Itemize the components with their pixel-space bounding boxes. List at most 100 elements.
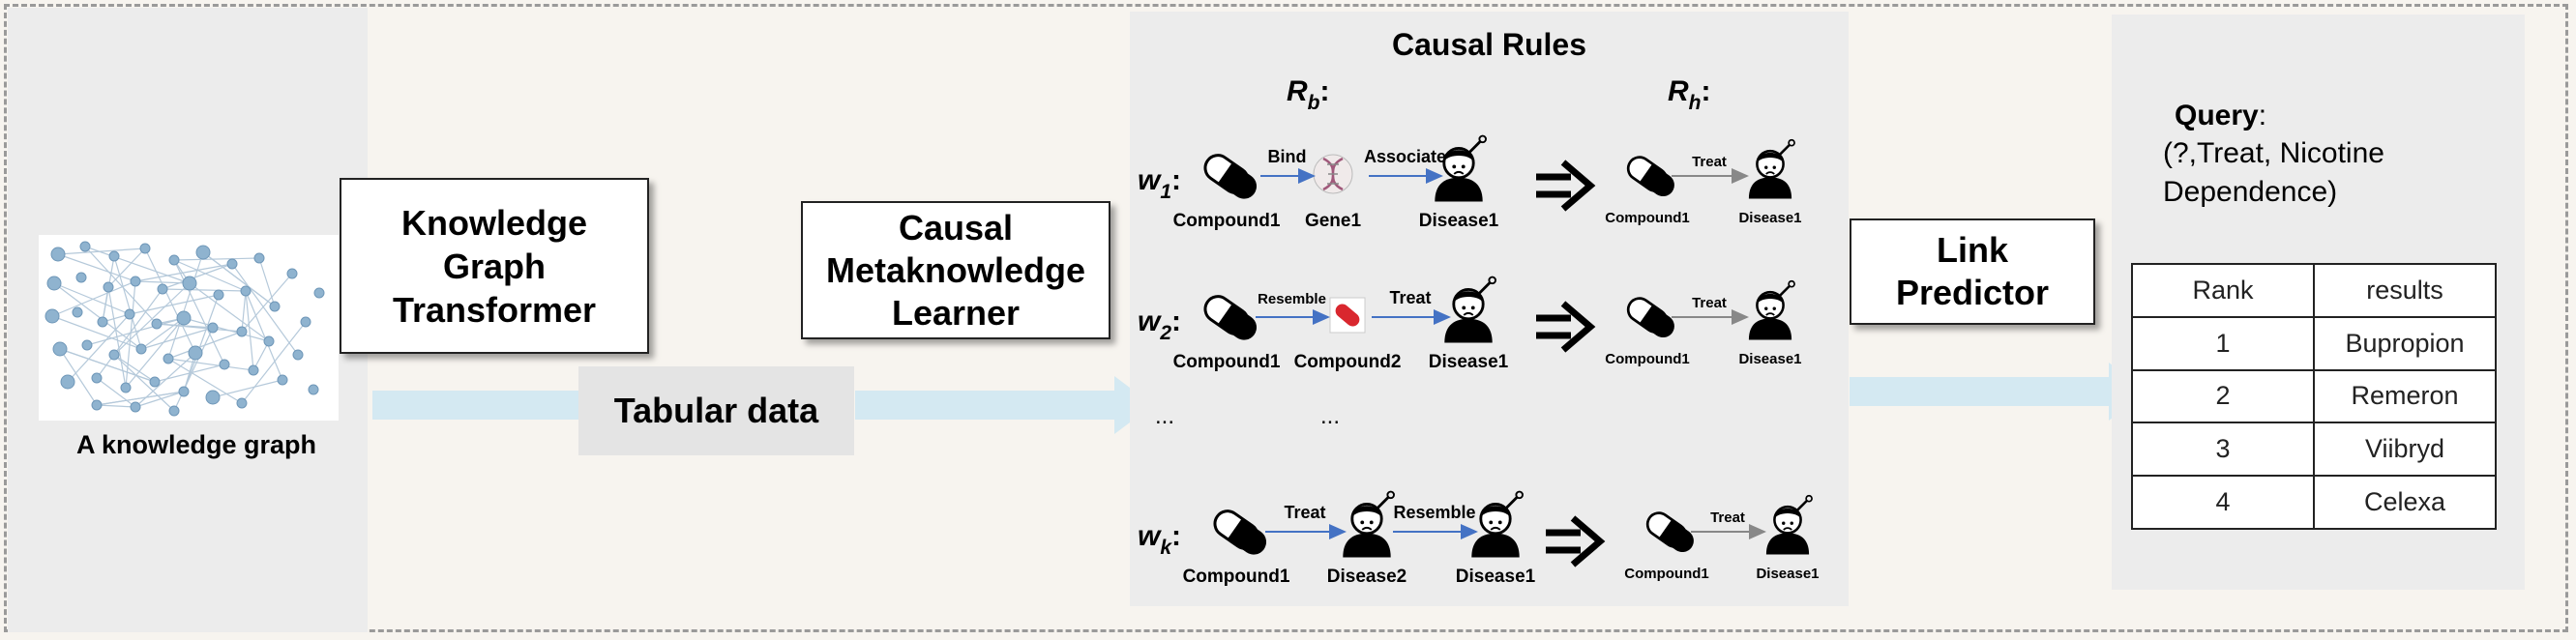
dna-icon: [1312, 153, 1354, 195]
relation-label: Treat: [1692, 295, 1727, 311]
graph-node: [219, 359, 230, 370]
flow-arrow-3-shaft: [1850, 377, 2111, 406]
patient-icon: [1747, 138, 1796, 200]
pill-icon: [1199, 290, 1263, 347]
outer-dashed-frame: [4, 4, 2568, 632]
body-node-label: Compound1: [1183, 567, 1290, 587]
graph-node: [135, 343, 147, 355]
relation-label: Treat: [1284, 503, 1325, 522]
link-predictor-line-1: Link: [1936, 230, 2008, 270]
graph-node: [240, 285, 252, 297]
graph-node: [263, 335, 275, 347]
pill-icon: [1622, 151, 1680, 203]
graph-node: [253, 252, 265, 264]
implies-arrow-1: [1536, 160, 1596, 212]
causal-rules-title: Causal Rules: [1392, 27, 1586, 62]
query-text-line-1: (?,Treat, Nicotine: [2163, 137, 2384, 169]
graph-node: [313, 287, 325, 299]
body-node-label: Compound1: [1173, 352, 1281, 372]
graph-node: [236, 326, 248, 337]
graph-node: [308, 384, 319, 395]
query-colon: :: [2258, 100, 2267, 131]
learner-line-1: Causal: [898, 207, 1014, 247]
kg-transformer-line-1: Knowledge: [400, 202, 587, 243]
graph-node: [236, 397, 248, 409]
graph-node: [124, 308, 135, 320]
relation-label: Resemble: [1258, 291, 1326, 307]
pill-icon: [1642, 507, 1700, 559]
body-node-label: Disease2: [1327, 567, 1406, 587]
graph-node: [277, 374, 288, 386]
rank-cell: 2: [2131, 368, 2315, 424]
head-node-label: Disease1: [1738, 351, 1801, 367]
head-node-label: Compound1: [1605, 351, 1690, 367]
graph-node: [207, 322, 219, 334]
rank-cell: 1: [2131, 315, 2315, 371]
relation-label: Associate: [1364, 147, 1446, 166]
patient-icon: [1442, 276, 1497, 344]
link-predictor-box: Link Predictor: [1850, 218, 2095, 325]
graph-node: [157, 283, 168, 295]
graph-node: [248, 364, 259, 376]
link-predictor-line-2: Predictor: [1895, 273, 2050, 312]
graph-node: [72, 306, 83, 318]
pill-icon: [1208, 505, 1273, 562]
result-cell: Celexa: [2313, 475, 2497, 530]
flow-arrow-1-shaft: [372, 391, 580, 420]
patient-icon: [1341, 490, 1396, 559]
graph-node: [176, 310, 192, 326]
graph-node: [292, 349, 304, 361]
header-rank: Rank: [2131, 263, 2315, 318]
graph-node: [168, 405, 180, 417]
ellipsis-left: ...: [1155, 403, 1174, 429]
graph-node: [120, 382, 132, 393]
table-row: 2 Remeron: [2131, 368, 2497, 424]
graph-node: [103, 281, 114, 293]
results-header-row: Rank results: [2131, 263, 2497, 318]
kg-transformer-line-3: Transformer: [392, 289, 597, 330]
kg-transformer-box: Knowledge Graph Transformer: [340, 178, 649, 354]
head-node-label: Disease1: [1738, 210, 1801, 226]
graph-node: [91, 399, 103, 411]
graph-node: [50, 247, 66, 262]
graph-node: [149, 376, 161, 388]
graph-node: [44, 308, 60, 324]
red-pill-icon: [1329, 297, 1366, 334]
rule-weight-3: wk:: [1138, 520, 1181, 559]
graph-node: [97, 316, 108, 328]
relation-label: Resemble: [1393, 503, 1475, 522]
relation-label: Treat: [1710, 509, 1745, 526]
graph-node: [130, 401, 141, 413]
relation-label: Treat: [1692, 154, 1727, 170]
patient-icon: [1747, 279, 1796, 341]
graph-node: [195, 245, 211, 260]
results-table: Rank results 1 Bupropion 2 Remeron 3 Vii…: [2131, 263, 2497, 530]
body-node-label: Disease1: [1419, 211, 1499, 231]
metaknowledge-learner-box: Causal Metaknowledge Learner: [801, 201, 1110, 339]
rank-cell: 3: [2131, 422, 2315, 478]
graph-node: [108, 250, 120, 262]
graph-node: [52, 341, 68, 357]
graph-node: [182, 276, 197, 291]
tabular-data-label: Tabular data: [613, 391, 819, 430]
graph-node: [108, 349, 120, 361]
graph-node: [269, 301, 281, 312]
graph-node: [60, 374, 75, 390]
rule-weight-1: w1:: [1138, 164, 1181, 203]
implies-arrow-2: [1536, 301, 1596, 353]
pill-icon: [1199, 149, 1263, 206]
rule-weight-2: w2:: [1138, 305, 1181, 344]
graph-node: [178, 386, 190, 397]
query-heading: Query:: [2175, 100, 2266, 132]
graph-node: [46, 276, 62, 291]
patient-icon: [1433, 134, 1488, 203]
graph-node: [151, 318, 163, 330]
graph-node: [286, 268, 298, 279]
pill-icon: [1622, 292, 1680, 344]
body-node-label: Disease1: [1456, 567, 1536, 587]
graph-node: [168, 254, 180, 266]
head-node-label: Disease1: [1756, 566, 1819, 582]
query-label: Query: [2175, 100, 2259, 131]
table-row: 4 Celexa: [2131, 475, 2497, 530]
